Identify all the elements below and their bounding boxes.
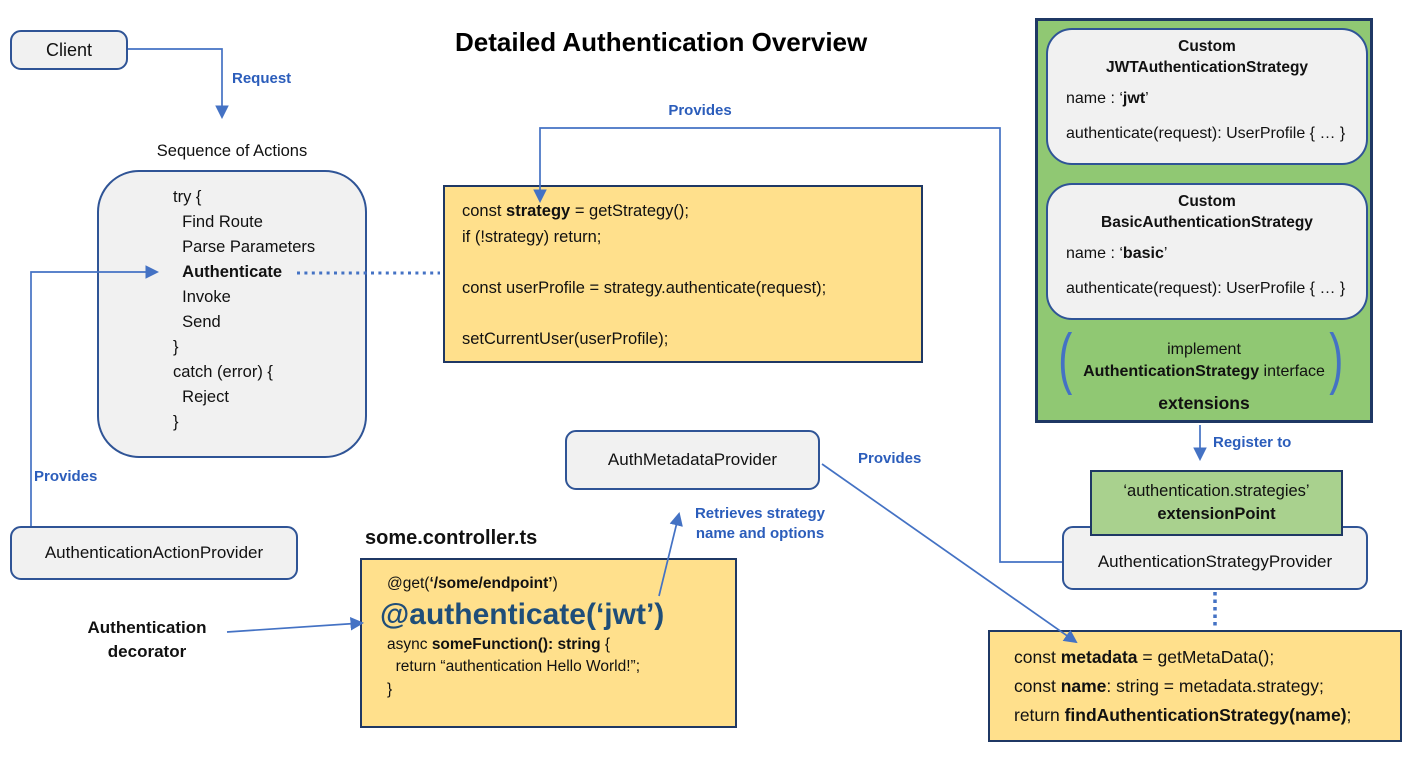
jwt-card-title-line1: Custom xyxy=(1178,38,1236,55)
strategy-code: const strategy = getStrategy();if (!stra… xyxy=(462,202,827,348)
retrieves-label: Retrieves strategy name and options xyxy=(678,504,842,543)
sequence-box: try { Find Route Parse Parameters Authen… xyxy=(97,170,367,458)
page-title: Detailed Authentication Overview xyxy=(455,27,868,57)
metadata-code: const metadata = getMetaData();const nam… xyxy=(1014,647,1352,725)
metadata-code-box: const metadata = getMetaData();const nam… xyxy=(988,630,1402,742)
strategy-provider-label: AuthenticationStrategyProvider xyxy=(1097,552,1333,571)
controller-code-box: @get(‘/some/endpoint’) @authenticate(‘jw… xyxy=(360,558,737,728)
basic-name-line: name : ‘basic’ xyxy=(1066,245,1168,262)
bracket-right-icon: ) xyxy=(1329,320,1344,396)
strategy-code-box: const strategy = getStrategy();if (!stra… xyxy=(443,185,923,363)
provides-mid-label: Provides xyxy=(858,450,922,467)
extensions-label: extensions xyxy=(1158,393,1250,413)
extension-point-line1: ‘authentication.strategies’ xyxy=(1123,482,1310,500)
client-box: Client xyxy=(10,30,128,70)
strategy-provider-box: AuthenticationStrategyProvider xyxy=(1062,526,1368,590)
provides-left-label: Provides xyxy=(34,468,98,485)
extension-point-box: ‘authentication.strategies’ extensionPoi… xyxy=(1090,470,1343,536)
request-arrow xyxy=(128,48,229,120)
controller-title: some.controller.ts xyxy=(365,527,538,549)
jwt-strategy-card: Custom JWTAuthenticationStrategy name : … xyxy=(1046,28,1368,165)
jwt-card-title: Custom JWTAuthenticationStrategy xyxy=(1048,30,1366,78)
retrieves-label-line1: Retrieves strategy xyxy=(694,505,826,522)
decorator-label-line1: Authentication xyxy=(87,618,207,637)
decorator-label: Authentication decorator xyxy=(64,616,230,664)
basic-strategy-card: Custom BasicAuthenticationStrategy name … xyxy=(1046,183,1368,320)
jwt-signature-line: authenticate(request): UserProfile { … } xyxy=(1066,125,1346,142)
extensions-panel: Custom JWTAuthenticationStrategy name : … xyxy=(1035,18,1373,423)
sequence-title: Sequence of Actions xyxy=(156,142,308,160)
jwt-card-title-line2: JWTAuthenticationStrategy xyxy=(1105,59,1309,76)
metadata-provider-label: AuthMetadataProvider xyxy=(607,450,778,469)
decorator-label-line2: decorator xyxy=(107,642,187,661)
register-to-label: Register to xyxy=(1213,434,1292,451)
jwt-name-line: name : ‘jwt’ xyxy=(1066,90,1149,107)
retrieves-label-line2: name and options xyxy=(695,524,825,542)
controller-get-line: @get(‘/some/endpoint’) xyxy=(387,575,558,592)
metadata-provider-box: AuthMetadataProvider xyxy=(565,430,820,490)
basic-card-title-line2: BasicAuthenticationStrategy xyxy=(1101,214,1313,231)
metadata-provides-arrow xyxy=(821,463,1078,644)
sequence-code: try { Find Route Parse Parameters Authen… xyxy=(173,188,316,431)
client-label: Client xyxy=(45,39,93,60)
controller-body: async someFunction(): string { return “a… xyxy=(387,635,640,698)
implement-note-line2: AuthenticationStrategy interface xyxy=(1083,362,1325,380)
action-provider-box: AuthenticationActionProvider xyxy=(10,526,298,580)
basic-card-title-line1: Custom xyxy=(1178,193,1236,210)
basic-card-title: Custom BasicAuthenticationStrategy xyxy=(1048,185,1366,233)
decorator-arrow xyxy=(226,616,365,633)
request-label: Request xyxy=(232,70,292,87)
basic-signature-line: authenticate(request): UserProfile { … } xyxy=(1066,280,1346,297)
controller-authenticate-line: @authenticate(‘jwt’) xyxy=(380,597,665,631)
action-provider-label: AuthenticationActionProvider xyxy=(44,543,264,562)
extension-point-line2: extensionPoint xyxy=(1157,505,1276,523)
implement-note: implement AuthenticationStrategy interfa… xyxy=(1038,339,1370,382)
provides-top-label: Provides xyxy=(668,102,732,119)
implement-note-line1: implement xyxy=(1167,341,1241,358)
